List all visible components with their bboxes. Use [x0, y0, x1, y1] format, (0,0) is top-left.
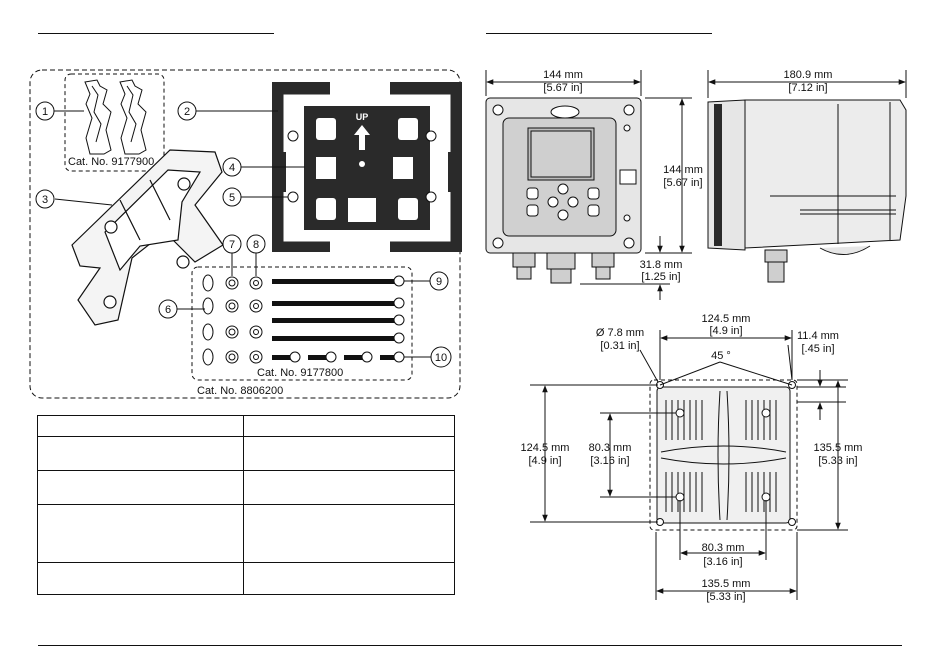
hole-spacing-left-mm: 124.5 mm: [521, 442, 570, 454]
callout-9: 9: [429, 271, 449, 291]
gland-depth-in: [1.25 in]: [641, 271, 680, 283]
svg-text:6: 6: [165, 304, 171, 316]
header-rule-left: [38, 33, 274, 34]
front-height-in: [5.67 in]: [663, 177, 702, 189]
outer-width-mm: 135.5 mm: [702, 578, 751, 590]
long-screws: [272, 275, 405, 344]
gland-depth-mm: 31.8 mm: [640, 259, 683, 271]
hardware-outline: [191, 266, 413, 381]
front-width-mm: 144 mm: [543, 69, 583, 81]
hardware-cat-number: Cat. No. 9177800: [257, 367, 343, 379]
clips-cat-number: Cat. No. 9177900: [68, 156, 154, 168]
callout-7: 7: [222, 234, 242, 254]
inner-vertical-mm: 80.3 mm: [589, 442, 632, 454]
front-width-in: [5.67 in]: [543, 82, 582, 94]
rear-view-drawing: [649, 379, 798, 531]
header-rule-right: [486, 33, 712, 34]
front-height-mm: 144 mm: [663, 164, 703, 176]
table-row: [37, 436, 455, 471]
svg-text:8: 8: [253, 239, 259, 251]
svg-text:9: 9: [436, 276, 442, 288]
svg-text:7: 7: [229, 239, 235, 251]
bracket-clip-left: [84, 79, 112, 155]
side-depth-mm: 180.9 mm: [784, 69, 833, 81]
angle-label: 45 °: [711, 350, 731, 362]
callout-3: 3: [35, 189, 55, 209]
inner-horizontal-in: [3.16 in]: [703, 556, 742, 568]
callout-1: 1: [35, 101, 55, 121]
inner-vertical-in: [3.16 in]: [590, 455, 629, 467]
callout-5: 5: [222, 187, 242, 207]
front-dimension-lines: [485, 70, 692, 300]
hole-dia-mm: Ø 7.8 mm: [596, 327, 644, 339]
footer-rule: [38, 645, 902, 646]
table-cell: [243, 504, 455, 563]
table-cell: [243, 470, 455, 505]
table-row: [37, 504, 455, 563]
hole-spacing-top-mm: 124.5 mm: [702, 313, 751, 325]
rear-dimension-lines: [530, 330, 848, 600]
callout-10: 10: [430, 346, 452, 368]
edge-offset-in: [.45 in]: [801, 343, 834, 355]
table-cell: [243, 436, 455, 471]
outer-width-in: [5.33 in]: [706, 591, 745, 603]
parts-table: [37, 415, 455, 595]
inner-horizontal-mm: 80.3 mm: [702, 542, 745, 554]
side-depth-in: [7.12 in]: [788, 82, 827, 94]
bracket-clip-right: [119, 79, 147, 155]
table-cell: [37, 562, 244, 595]
side-view-drawing: [707, 99, 907, 283]
table-row: [37, 415, 455, 437]
side-dimension-lines: [707, 70, 907, 98]
short-screws: [272, 351, 405, 363]
callout-2: 2: [177, 101, 197, 121]
mounting-kit-diagram: Cat. No. 9177900: [29, 69, 462, 399]
table-row: [37, 470, 455, 505]
outer-height-mm: 135.5 mm: [814, 442, 863, 454]
callout-4: 4: [222, 157, 242, 177]
plate-up-label: UP: [356, 112, 369, 122]
svg-text:1: 1: [42, 106, 48, 118]
table-cell: [37, 415, 244, 437]
table-cell: [243, 562, 455, 595]
svg-text:4: 4: [229, 162, 235, 174]
table-cell: [243, 415, 455, 437]
hole-spacing-left-in: [4.9 in]: [528, 455, 561, 467]
callout-8: 8: [246, 234, 266, 254]
svg-text:3: 3: [42, 194, 48, 206]
front-view-drawing: [485, 97, 642, 284]
callout-lines: [54, 110, 432, 358]
outer-height-in: [5.33 in]: [818, 455, 857, 467]
kit-cat-number: Cat. No. 8806200: [197, 385, 283, 397]
edge-offset-mm: 11.4 mm: [797, 330, 839, 342]
washers: [202, 274, 239, 366]
table-row: [37, 562, 455, 595]
table-cell: [37, 436, 244, 471]
svg-text:10: 10: [435, 352, 447, 364]
svg-text:5: 5: [229, 192, 235, 204]
hole-dia-in: [0.31 in]: [600, 340, 639, 352]
nuts: [249, 276, 263, 364]
mounting-bracket: [71, 149, 224, 326]
clips-outline: [64, 73, 165, 172]
table-cell: [37, 470, 244, 505]
table-cell: [37, 504, 244, 563]
svg-text:2: 2: [184, 106, 190, 118]
hole-spacing-top-in: [4.9 in]: [709, 325, 742, 337]
callout-6: 6: [158, 299, 178, 319]
